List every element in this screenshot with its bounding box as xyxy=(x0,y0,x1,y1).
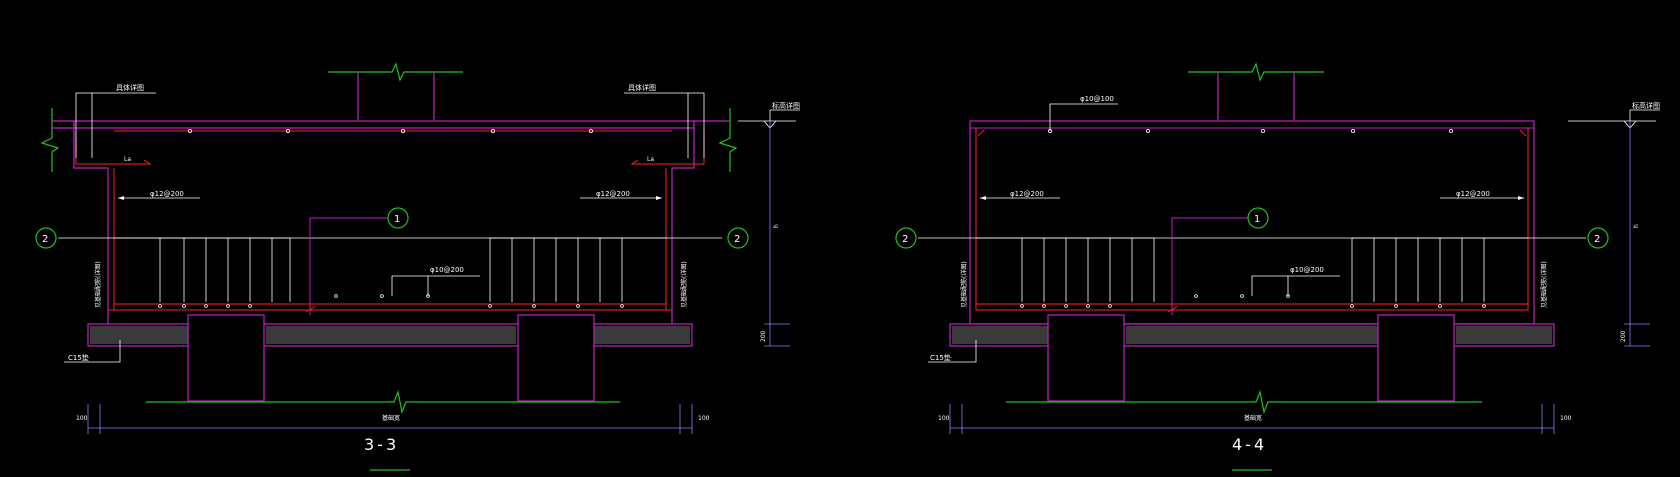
grid-bubble-left xyxy=(35,227,57,249)
top-label-leader xyxy=(1049,103,1118,131)
top-label-leader-left xyxy=(75,92,156,158)
pile-right xyxy=(517,314,595,402)
top-rebar-dots xyxy=(1048,128,1454,133)
grid-bubble-right xyxy=(727,227,749,249)
grid-bubble-left xyxy=(895,227,917,249)
pad-label: C15垫 xyxy=(68,353,89,362)
concrete-pad xyxy=(949,323,1555,347)
pad-fill-right xyxy=(594,326,690,344)
center-grid-tick xyxy=(1167,305,1179,313)
dim-200: 200 xyxy=(1620,330,1627,342)
bottom-rebar-dots xyxy=(1020,294,1486,308)
level-label: 标高详图 xyxy=(772,101,800,110)
vertical-label-left: 见基础配筋(详图) xyxy=(960,261,968,308)
right-rebar-comb xyxy=(489,237,666,302)
corner-tick-right xyxy=(1519,129,1527,137)
rebar-label-left: φ12@200 xyxy=(1010,190,1044,198)
dim-width: 基础宽 xyxy=(382,414,400,422)
rebar-left-arrow xyxy=(118,196,124,200)
bottom-rebar-leader xyxy=(1251,275,1340,296)
section-title: 4-4 xyxy=(1232,435,1267,454)
bottom-break-line xyxy=(1006,389,1482,415)
rebar-label-left: φ12@200 xyxy=(150,190,184,198)
top-label: φ10@100 xyxy=(1080,95,1114,103)
top-slab xyxy=(73,120,695,129)
vertical-dimension xyxy=(764,121,790,347)
left-rebar-comb xyxy=(976,237,1155,302)
pad-label-leader xyxy=(64,340,121,363)
dim-h: h xyxy=(1633,224,1640,228)
pad-fill-mid xyxy=(266,326,516,344)
top-label-right: 具体详图 xyxy=(628,83,656,92)
dim-width: 基础宽 xyxy=(1244,414,1262,422)
right-break-line xyxy=(718,108,738,172)
pad-label-leader xyxy=(928,340,977,363)
dim-200: 200 xyxy=(760,330,767,342)
section-4-4: φ10@100 φ12@200 φ12@200 2 2 1 xyxy=(895,62,1660,471)
bottom-rebar-dots xyxy=(158,294,624,308)
vertical-label-right: 见基础配筋(详图) xyxy=(680,261,688,308)
center-grid-leader xyxy=(1171,217,1248,315)
corner-tick-left xyxy=(977,129,985,137)
left-anchor-rebar xyxy=(75,131,152,165)
rebar-right-arrow xyxy=(1518,196,1524,200)
pad-fill-right xyxy=(1456,326,1552,344)
concrete-pad xyxy=(87,323,693,347)
grid-label-right: 2 xyxy=(734,234,740,245)
grid-label-center: 1 xyxy=(1254,214,1260,225)
pad-fill-mid xyxy=(1126,326,1378,344)
top-label-leader-right xyxy=(624,92,705,158)
section-3-3: La La 具体详图 具体详图 φ12@200 φ12@200 2 2 1 xyxy=(35,62,800,471)
grid-label-right: 2 xyxy=(1594,234,1600,245)
rebar-label-right: φ12@200 xyxy=(1456,190,1490,198)
vertical-label-left: 见基础配筋(详图) xyxy=(94,261,102,308)
rebar-right-arrow xyxy=(656,196,662,200)
right-anchor-rebar xyxy=(630,131,705,165)
dim-100-right: 100 xyxy=(698,415,710,422)
anchor-label-left: La xyxy=(124,156,131,163)
grid-bubble-right xyxy=(1587,227,1609,249)
horizontal-dimension xyxy=(949,404,1555,434)
dim-100-left: 100 xyxy=(76,415,88,422)
dim-100-left: 100 xyxy=(938,415,950,422)
top-rebar-dots xyxy=(187,128,594,133)
horizontal-dimension xyxy=(87,404,693,434)
bottom-rebar-label: φ10@200 xyxy=(430,266,464,274)
vertical-dimension xyxy=(1624,121,1650,347)
grid-label-left: 2 xyxy=(42,234,48,245)
pad-label: C15垫 xyxy=(930,353,951,362)
grid-label-left: 2 xyxy=(902,234,908,245)
vertical-label-right: 见基础配筋(详图) xyxy=(1540,261,1548,308)
pile-left xyxy=(1047,314,1125,402)
pile-left xyxy=(187,314,265,402)
right-rebar-comb xyxy=(1351,237,1528,302)
section-title: 3-3 xyxy=(364,435,399,454)
anchor-label-right: La xyxy=(647,156,654,163)
bottom-rebar-leader xyxy=(391,275,480,296)
grid-label-center: 1 xyxy=(394,214,400,225)
center-grid-tick xyxy=(305,305,317,313)
pad-fill-left xyxy=(952,326,1048,344)
grid-bubble-center xyxy=(1247,207,1269,229)
dim-100-right: 100 xyxy=(1560,415,1572,422)
bottom-break-line xyxy=(146,389,620,415)
grid-bubble-center xyxy=(387,207,409,229)
left-rebar-comb xyxy=(114,237,291,302)
center-grid-leader xyxy=(309,217,388,315)
dim-h: h xyxy=(773,224,780,228)
rebar-left-arrow xyxy=(980,196,986,200)
left-wall-outer xyxy=(52,120,109,324)
top-label-left: 具体详图 xyxy=(116,83,144,92)
level-label: 标高详图 xyxy=(1632,101,1660,110)
top-break-line xyxy=(1188,62,1324,82)
rebar-label-right: φ12@200 xyxy=(596,190,630,198)
bottom-rebar-label: φ10@200 xyxy=(1290,266,1324,274)
top-break-line xyxy=(328,62,463,82)
left-break-line xyxy=(40,108,60,172)
pile-right xyxy=(1377,314,1455,402)
pad-fill-left xyxy=(90,326,188,344)
right-wall-outer xyxy=(671,120,730,324)
